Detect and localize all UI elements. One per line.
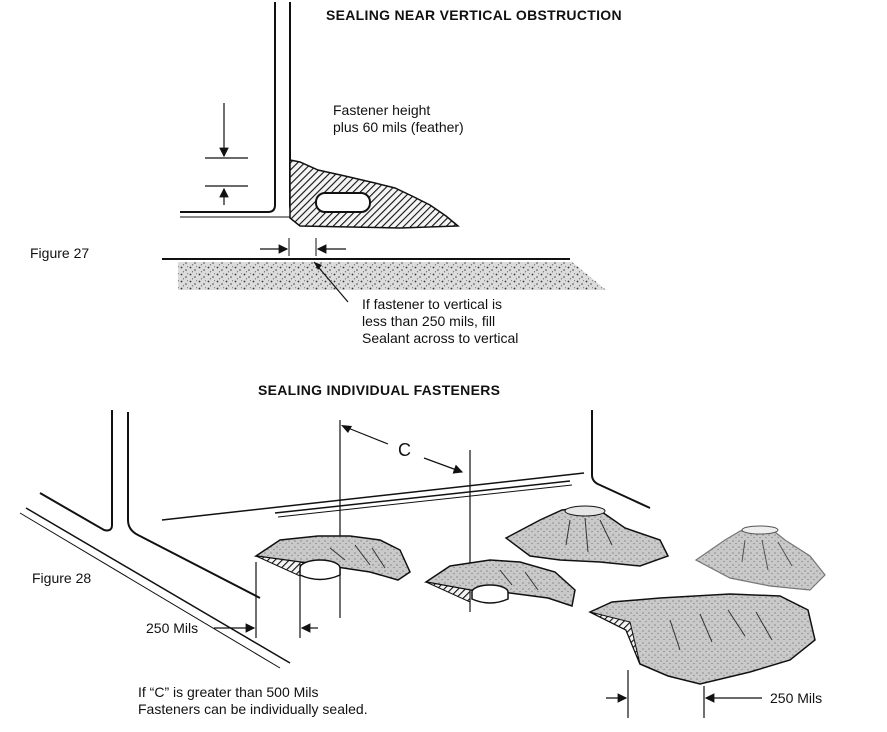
wall-left	[39, 410, 113, 532]
sealant-fillet-large	[588, 593, 816, 685]
figure-28-title: SEALING INDIVIDUAL FASTENERS	[258, 382, 501, 398]
wall-left-inner	[127, 412, 261, 599]
fastener-height-note: Fastener height plus 60 mils (feather)	[333, 102, 464, 135]
sealant-fillet	[289, 159, 460, 229]
sealant-volcano-2	[694, 527, 826, 591]
dimension-c-label: C	[398, 440, 411, 460]
vertical-flange	[180, 2, 276, 213]
figure-27-drawing	[162, 2, 606, 303]
fastener-head	[315, 192, 371, 213]
figure-27-title: SEALING NEAR VERTICAL OBSTRUCTION	[326, 7, 622, 23]
base-structure	[178, 262, 606, 290]
fill-sealant-note: If fastener to vertical is less than 250…	[362, 296, 519, 346]
figure-27-label: Figure 27	[30, 245, 90, 261]
dimension-250-left: 250 Mils	[146, 620, 199, 636]
figure-28-drawing	[19, 410, 826, 718]
individual-seal-note: If “C” is greater than 500 Mils Fastener…	[138, 684, 368, 717]
figure-28-label: Figure 28	[32, 570, 92, 586]
wall-right	[591, 410, 651, 509]
dimension-250-right: 250 Mils	[770, 690, 823, 706]
